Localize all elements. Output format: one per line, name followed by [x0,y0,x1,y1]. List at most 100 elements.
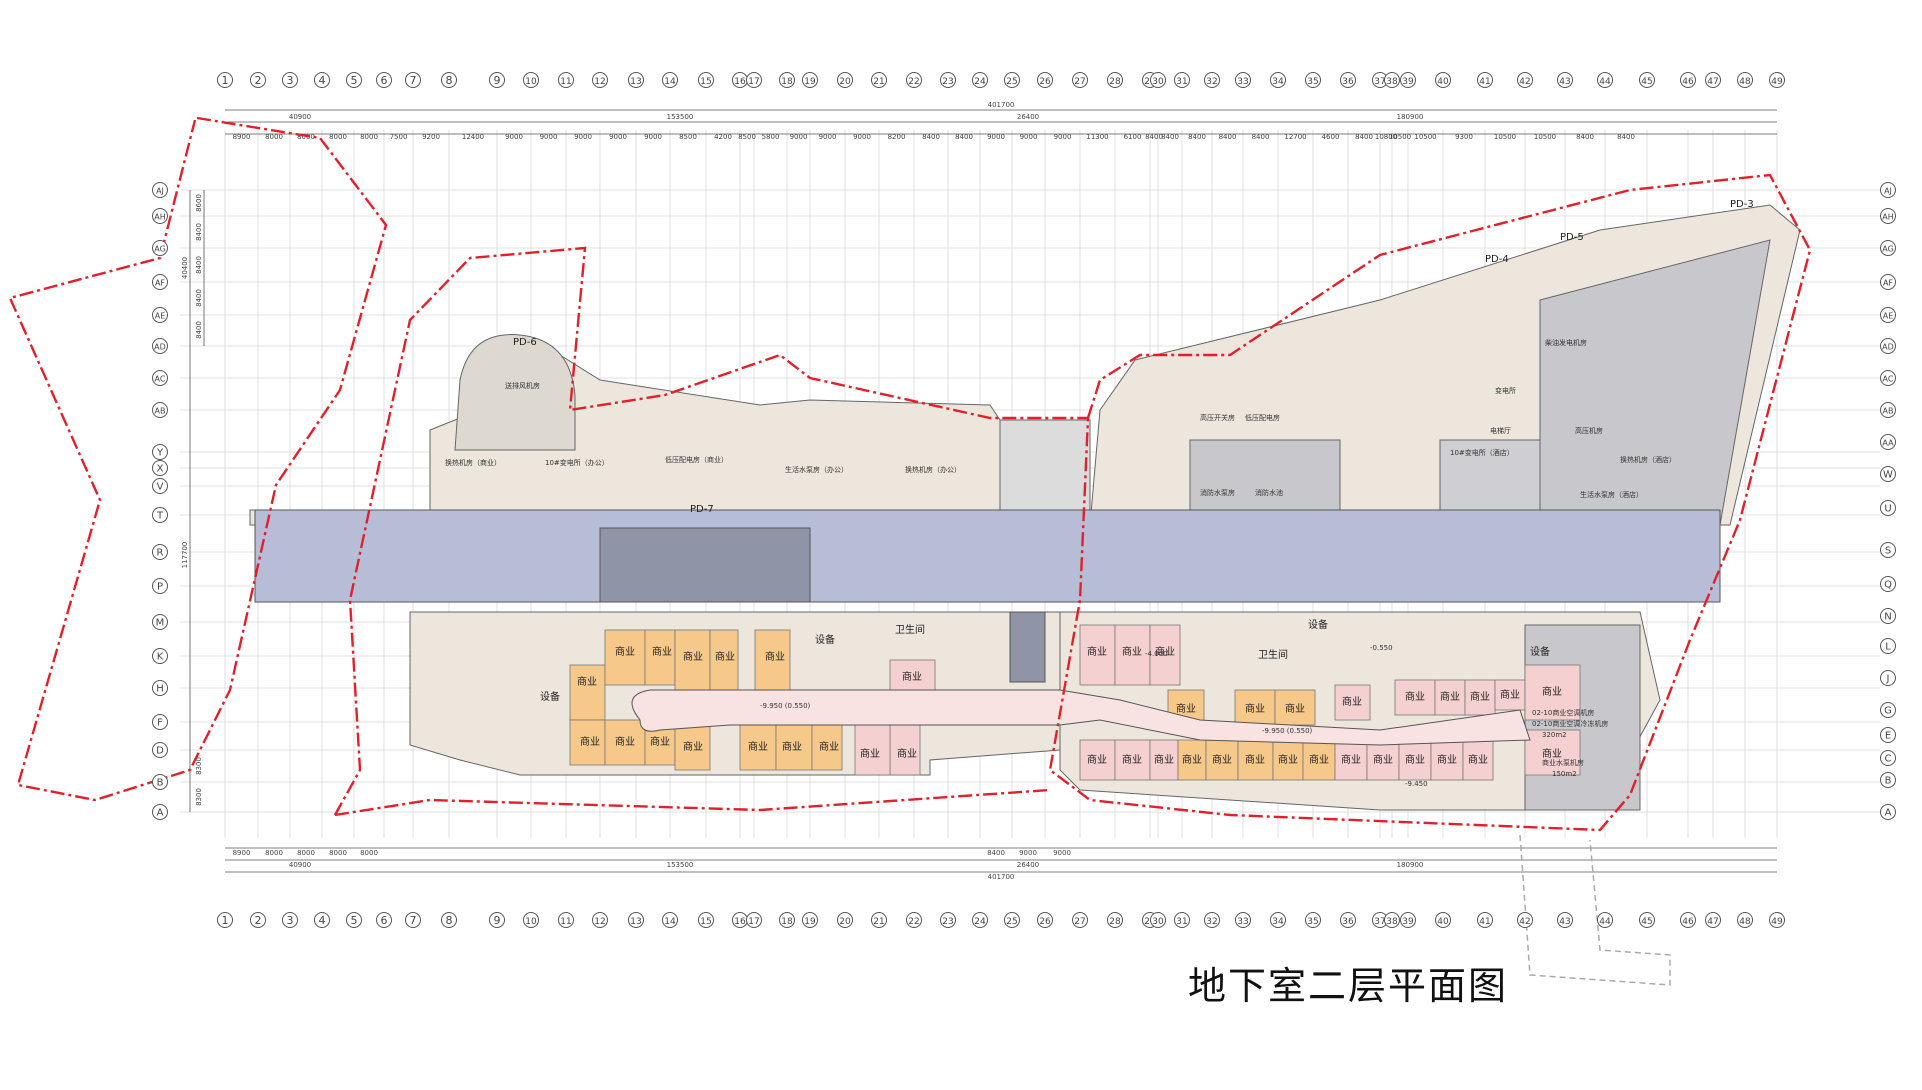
label-note-area-4: 商业水泵机房 [1542,758,1584,767]
label-water-pump-office: 生活水泵房（办公） [785,465,848,474]
grid-bubble-row-label: P [157,582,163,593]
grid-bubble-col-label: 2 [255,74,262,87]
commercial-unit [569,719,606,766]
grid-bubble-row-label: R [157,548,164,559]
grid-bubble-row-label: C [1885,754,1892,765]
grid-bubble-row-left: AH [152,208,168,224]
grid-bubble-col: 23 [940,72,956,88]
grid-bubble-col: 6 [376,912,392,928]
grid-bubble-col: 11 [558,912,574,928]
grid-bubble-col-label: 1 [222,74,229,87]
grid-bubble-row-label: B [1885,776,1892,787]
label-commercial: 商业 [650,735,670,748]
grid-bubble-col: 8 [441,72,457,88]
commercial-unit [889,659,936,696]
grid-bubble-col: 48 [1737,912,1753,928]
dimension-text: 40400 [181,257,189,279]
grid-bubble-col-label: 15 [700,77,711,87]
grid-bubble-col-label: 8 [446,914,453,927]
label-commercial: 商业 [1154,753,1174,766]
grid-bubble-row-label: AC [1883,375,1894,384]
grid-bubble-row-right: AB [1880,402,1896,418]
grid-bubble-col: 18 [779,912,795,928]
grid-bubble-row-left: AJ [152,182,168,198]
grid-bubble-col: 23 [940,912,956,928]
commercial-units: 商业商业商业商业商业商业商业商业商业商业商业商业商业商业商业商业商业商业商业商业… [569,624,1581,781]
dimension-text: 40900 [289,113,311,121]
label-note-area-2: 02-10商业空调冷冻机房 [1532,719,1608,728]
dimension-text: 4200 [714,133,732,141]
grid-bubble-row-right: S [1880,542,1896,558]
label-commercial: 商业 [652,645,672,658]
label-switch-room: 高压开关房 [1200,413,1235,422]
grid-bubble-col-label: 32 [1206,77,1217,87]
grid-bubble-col: 45 [1639,912,1655,928]
grid-bubble-col: 44 [1597,72,1613,88]
grid-bubble-col-label: 38 [1386,917,1398,927]
grid-bubble-col: 46 [1680,72,1696,88]
grid-bubble-row-right: AG [1880,240,1896,256]
grid-bubble-col: 5 [346,72,362,88]
commercial-unit [1302,739,1336,781]
grid-bubble-col: 3 [282,912,298,928]
label-commercial: 商业 [1176,702,1196,715]
label-level-1: -9.950 (0.550) [760,702,811,710]
label-ramp-pd4: PD-4 [1485,254,1509,265]
label-commercial: 商业 [765,650,785,663]
grid-bubble-col-label: 31 [1176,917,1187,927]
label-level-2: -9.950 (0.550) [1262,727,1313,735]
grid-bubble-row-label: AA [1882,439,1894,448]
label-toilet-2: 卫生间 [1258,648,1288,661]
dimension-text: 9000 [819,133,837,141]
ramp-pd6 [454,334,576,451]
grid-bubble-col-label: 43 [1559,917,1570,927]
label-exchange-hotel: 换热机房（酒店） [1620,455,1676,464]
grid-bubble-col: 22 [906,72,922,88]
grid-bubble-col: 7 [405,912,421,928]
grid-bubble-col: 43 [1557,912,1573,928]
label-commercial: 商业 [1542,685,1562,698]
grid-bubble-col-label: 46 [1682,917,1694,927]
commercial-unit [1274,689,1316,726]
grid-bubble-row-label: H [156,684,164,695]
dimension-text: 8400 [195,289,203,307]
grid-bubble-row-label: AH [154,213,166,222]
label-exchange-office-2: 换热机房（办公） [905,465,961,474]
grid-bubble-col-label: 36 [1342,77,1354,87]
commercial-unit [644,629,676,686]
grid-bubble-col-label: 14 [664,77,676,87]
grid-bubble-col-label: 18 [781,77,793,87]
grid-bubble-col: 2 [250,912,266,928]
dimension-text: 8400 [987,849,1005,857]
dimension-text: 9000 [574,133,592,141]
commercial-unit [754,629,791,691]
grid-bubble-col: 17 [746,72,762,88]
dimension-text: 8000 [329,849,347,857]
grid-bubble-col-label: 29 [1144,77,1156,87]
dimension-text: 8300 [195,788,203,806]
label-lv-room-2: 低压配电房 [1245,413,1280,422]
dimension-text: 8600 [195,194,203,212]
grid-bubble-row-label: AG [154,245,166,254]
grid-bubble-col: 38 [1384,912,1400,928]
label-ramp-pd5: PD-5 [1560,232,1584,243]
commercial-unit [1462,739,1494,781]
grid-bubble-col-label: 33 [1237,917,1248,927]
label-commercial: 商业 [715,650,735,663]
grid-bubble-row-left: AD [152,338,168,354]
grid-bubble-row-left: Y [152,444,168,460]
grid-bubble-col: 28 [1107,72,1123,88]
grid-bubble-row-left: H [152,680,168,696]
commercial-unit [1524,729,1581,776]
grid-bubble-col: 9 [489,912,505,928]
label-commercial: 商业 [1087,645,1107,658]
label-lv-room: 低压配电房（商业） [665,455,728,464]
grid-bubble-col-label: 44 [1599,917,1611,927]
grid-bubble-col: 31 [1174,72,1190,88]
grid-bubble-col-label: 12 [594,917,605,927]
grid-bubble-col: 10 [523,912,539,928]
grid-bubble-col: 25 [1004,912,1020,928]
label-note-3: -9.450 [1405,780,1428,788]
grid-bubble-col: 30 [1150,72,1166,88]
grid-bubble-row-right: U [1880,500,1896,516]
